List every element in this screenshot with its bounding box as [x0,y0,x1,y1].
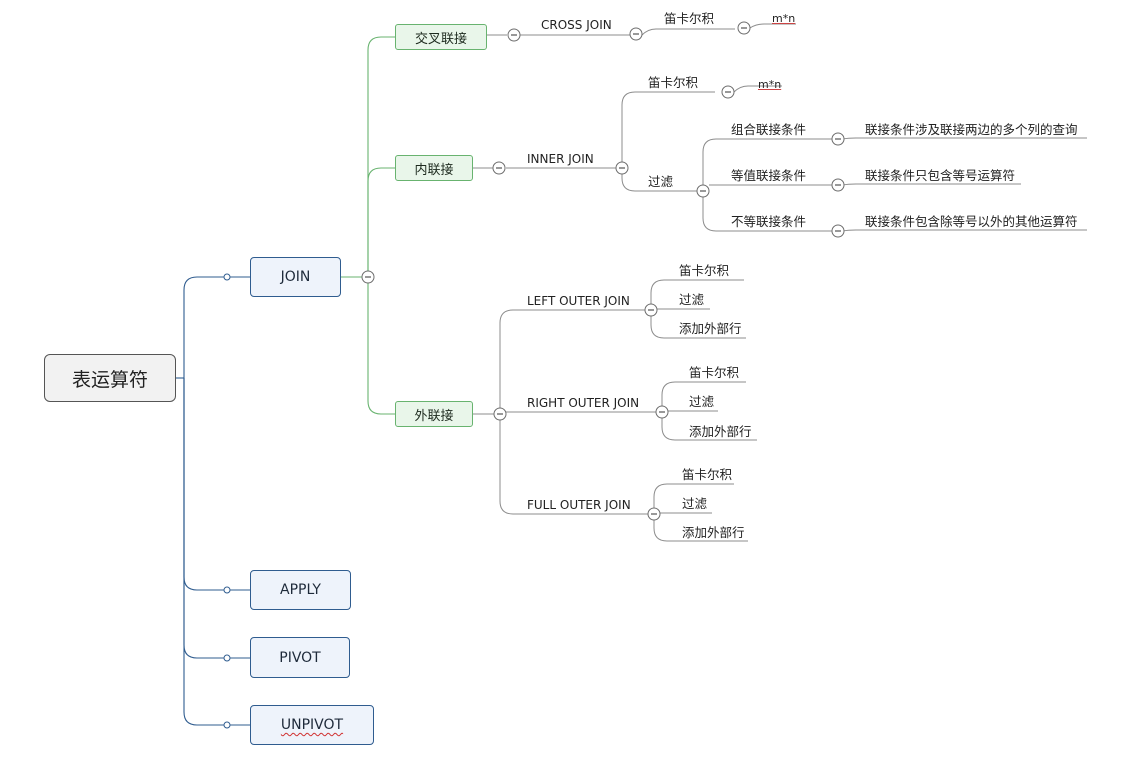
unpivot-node[interactable]: UNPIVOT [250,705,374,745]
condition-name[interactable]: 组合联接条件 [731,122,807,137]
full-outer-join-topic[interactable]: FULL OUTER JOIN [527,498,631,512]
right-outer-join-topic[interactable]: RIGHT OUTER JOIN [527,396,640,410]
inner-cartesian-topic[interactable]: 笛卡尔积 [648,75,699,90]
join-label: JOIN [280,269,311,285]
condition-description[interactable]: 联接条件涉及联接两边的多个列的查询 [865,122,1078,137]
root-node[interactable]: 表运算符 [44,354,176,402]
cross-join-label: 交叉联接 [414,31,467,47]
apply-label: APPLY [280,582,321,598]
condition-name[interactable]: 等值联接条件 [731,168,807,183]
condition-name[interactable]: 不等联接条件 [731,214,807,229]
outer-step[interactable]: 过滤 [679,292,705,307]
cross-join-topic[interactable]: CROSS JOIN [541,18,612,32]
root-label: 表运算符 [71,368,148,391]
outer-step[interactable]: 笛卡尔积 [679,263,730,278]
pivot-label: PIVOT [279,649,321,666]
inner-filter-topic[interactable]: 过滤 [648,174,674,189]
pivot-node[interactable]: PIVOT [250,637,350,678]
cross-join-node[interactable]: 交叉联接 [395,24,487,50]
inner-mn-topic[interactable]: m*n [758,78,782,91]
outer-step[interactable]: 过滤 [689,394,715,409]
outer-step[interactable]: 添加外部行 [689,424,752,439]
outer-join-node[interactable]: 外联接 [395,401,473,427]
outer-join-label: 外联接 [414,408,454,424]
inner-join-topic[interactable]: INNER JOIN [527,152,594,166]
outer-step[interactable]: 添加外部行 [682,525,745,540]
inner-join-node[interactable]: 内联接 [395,155,473,181]
outer-step[interactable]: 过滤 [682,496,708,511]
unpivot-label: UNPIVOT [280,717,344,733]
condition-description[interactable]: 联接条件只包含等号运算符 [865,168,1016,183]
apply-node[interactable]: APPLY [250,570,351,610]
outer-step[interactable]: 添加外部行 [679,321,742,336]
cross-cartesian-topic[interactable]: 笛卡尔积 [664,11,715,26]
condition-description[interactable]: 联接条件包含除等号以外的其他运算符 [865,214,1078,229]
join-node[interactable]: JOIN [250,257,341,297]
inner-join-label: 内联接 [414,162,454,178]
outer-step[interactable]: 笛卡尔积 [689,365,740,380]
outer-step[interactable]: 笛卡尔积 [682,467,733,482]
cross-mn-topic[interactable]: m*n [772,12,796,25]
left-outer-join-topic[interactable]: LEFT OUTER JOIN [527,294,630,308]
